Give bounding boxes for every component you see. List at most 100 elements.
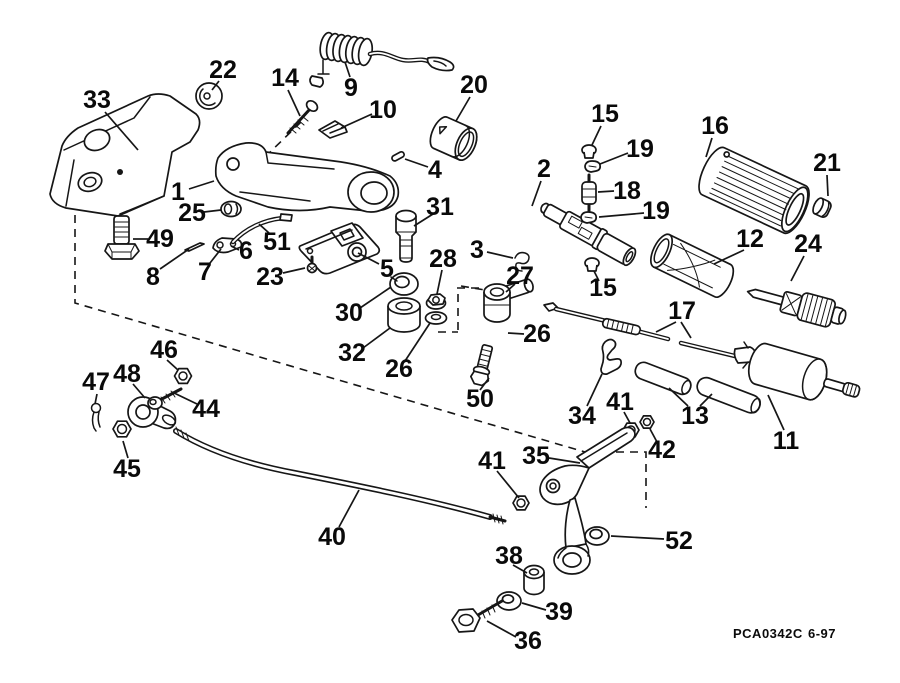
leader-line-42 <box>649 428 658 443</box>
leader-line-19 <box>599 152 629 165</box>
part-21-cap <box>812 197 832 218</box>
leader-line-17 <box>655 321 677 333</box>
part-28-nut <box>425 293 447 310</box>
callout-11: 11 <box>773 427 800 455</box>
callout-19: 19 <box>642 197 670 225</box>
callout-35: 35 <box>522 442 550 470</box>
leader-line-41 <box>623 411 631 424</box>
callout-26: 26 <box>385 355 413 383</box>
part-30-bushing <box>389 272 419 296</box>
callout-22: 22 <box>209 56 237 84</box>
leader-line-12 <box>713 249 745 265</box>
callout-2: 2 <box>537 155 551 183</box>
callout-34: 34 <box>568 402 596 430</box>
leader-line-13 <box>699 393 713 407</box>
leader-line-25 <box>203 209 222 213</box>
callout-41: 41 <box>606 388 634 416</box>
part-50-screw <box>469 344 494 387</box>
leader-line-7 <box>209 248 222 264</box>
callout-3: 3 <box>470 236 484 264</box>
leader-line-8 <box>159 248 190 270</box>
leader-line-27 <box>505 283 516 293</box>
callout-4: 4 <box>428 156 442 184</box>
part-45-nut <box>112 420 132 438</box>
callout-10: 10 <box>369 96 397 124</box>
part-33-steering-handle-cover <box>49 93 201 217</box>
leader-line-32 <box>362 327 391 349</box>
callout-26: 26 <box>523 320 551 348</box>
leader-line-47 <box>94 393 98 405</box>
leader-line-17 <box>680 321 692 339</box>
part-23-screw <box>306 255 318 274</box>
leader-line-14 <box>287 89 301 117</box>
part-16-grip <box>698 146 810 235</box>
part-5-switch-plate <box>298 222 381 275</box>
part-11-damper <box>747 342 861 401</box>
caption-code: PCA0342C <box>733 626 803 641</box>
leader-line-41 <box>496 470 520 499</box>
callout-41: 41 <box>478 447 506 475</box>
callout-42: 42 <box>648 436 676 464</box>
callout-25: 25 <box>178 199 206 227</box>
callout-39: 39 <box>545 598 573 626</box>
part-49-bolt <box>104 215 140 260</box>
part-27-swivel-bracket <box>483 278 534 323</box>
part-36-bolt <box>451 599 504 633</box>
callout-15: 15 <box>589 274 617 302</box>
leader-line-52 <box>610 535 665 540</box>
callout-45: 45 <box>113 455 141 483</box>
callout-15: 15 <box>591 100 619 128</box>
callout-20: 20 <box>460 71 488 99</box>
part-2-throttle-shaft <box>540 202 637 267</box>
callout-8: 8 <box>146 263 160 291</box>
callout-24: 24 <box>794 230 822 258</box>
part-13-tube-a <box>634 361 692 396</box>
part-15-cap-b <box>584 257 600 272</box>
callout-40: 40 <box>318 523 346 551</box>
part-22-knob <box>195 82 223 110</box>
callout-19: 19 <box>626 135 654 163</box>
callout-1: 1 <box>171 178 185 206</box>
leader-line-3 <box>486 251 514 259</box>
leader-line-36 <box>486 620 517 638</box>
leader-line-33 <box>104 111 139 151</box>
callout-50: 50 <box>466 385 494 413</box>
callout-28: 28 <box>429 245 457 273</box>
leader-line-28 <box>436 269 443 295</box>
part-3-hook-clip <box>514 251 530 272</box>
leader-line-39 <box>521 602 547 611</box>
callout-27: 27 <box>506 262 534 290</box>
part-26-washer-a <box>424 311 448 325</box>
part-52-washer <box>584 526 610 546</box>
part-19-clip-b <box>580 211 598 224</box>
callout-48: 48 <box>113 360 141 388</box>
part-14-screw <box>286 99 319 135</box>
part-18-pin <box>581 173 597 213</box>
leader-line-4 <box>404 158 429 168</box>
part-47-cotter-pin <box>90 402 102 432</box>
callout-44: 44 <box>192 395 220 423</box>
leader-line-10 <box>340 113 373 129</box>
part-12-grip-core <box>649 233 735 299</box>
part-9-lanyard-cord <box>309 31 455 88</box>
leader-line-11 <box>767 394 785 431</box>
leader-line-1 <box>188 180 215 190</box>
leader-line-19 <box>598 212 645 218</box>
leader-line-16 <box>705 137 713 158</box>
part-15-cap-a <box>581 144 597 159</box>
leader-line-26 <box>507 332 525 335</box>
leader-line-26 <box>404 322 431 362</box>
part-42-nut <box>639 415 655 429</box>
leader-line-9 <box>344 61 351 78</box>
part-1-steering-handle <box>214 142 400 213</box>
leader-line-23 <box>282 267 306 274</box>
callout-16: 16 <box>701 112 729 140</box>
leader-line-15 <box>591 125 602 146</box>
callout-5: 5 <box>380 255 394 283</box>
part-4-pin <box>391 150 405 162</box>
part-34-clip <box>600 338 622 375</box>
caption-date: 6-97 <box>808 626 836 641</box>
callout-14: 14 <box>271 64 299 92</box>
leader-line-44 <box>171 391 198 405</box>
